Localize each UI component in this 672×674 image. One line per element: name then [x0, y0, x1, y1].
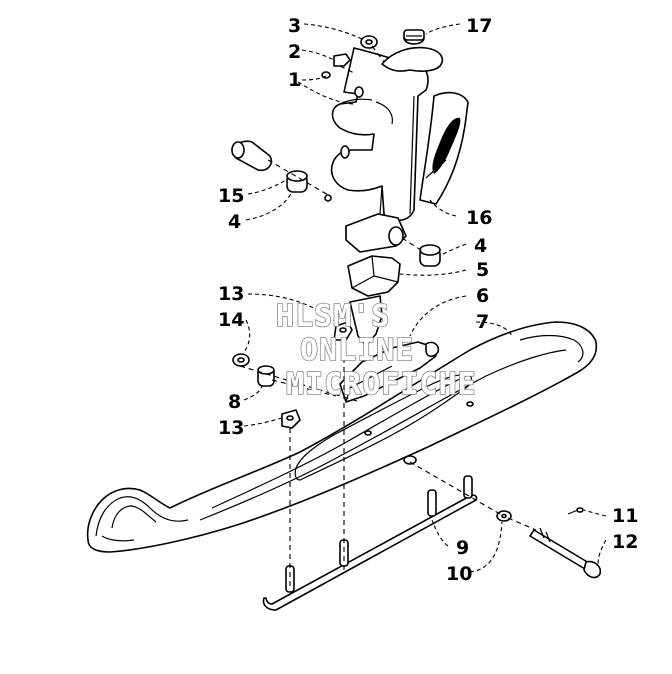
callout-17: 17 — [466, 15, 492, 37]
spacer-4-right — [419, 244, 441, 267]
bolt-12 — [529, 527, 602, 579]
callout-4-left: 4 — [228, 211, 241, 233]
watermark-line1: HLSM'S — [276, 299, 390, 334]
washer-14 — [232, 353, 250, 367]
callout-15: 15 — [218, 185, 244, 207]
callout-9: 9 — [456, 537, 469, 559]
ski-bracket — [339, 295, 440, 403]
assembly-lines — [239, 45, 537, 590]
washer-10 — [496, 510, 512, 522]
bushing-8 — [257, 365, 275, 387]
bushing-15 — [231, 140, 273, 172]
nut-13-bottom — [281, 409, 301, 429]
callout-5: 5 — [476, 259, 489, 281]
callout-11: 11 — [612, 505, 638, 527]
callouts: 3 2 1 17 15 4 16 4 5 13 6 14 7 8 13 11 9… — [218, 15, 638, 585]
callout-2: 2 — [288, 41, 301, 63]
watermark: HLSM'S ONLINE MICROFICHE — [275, 298, 477, 403]
decal — [419, 91, 469, 205]
watermark-line2: ONLINE — [300, 333, 414, 368]
callout-3: 3 — [288, 15, 301, 37]
callout-8: 8 — [228, 391, 241, 413]
wear-bar — [262, 475, 478, 611]
callout-1: 1 — [288, 69, 301, 91]
ski — [86, 321, 598, 553]
callout-13-top: 13 — [218, 283, 244, 305]
washer-3 — [360, 35, 378, 49]
callout-13-bottom: 13 — [218, 417, 244, 439]
callout-7: 7 — [476, 311, 489, 333]
callout-6: 6 — [476, 285, 489, 307]
callout-10: 10 — [446, 563, 472, 585]
steering-arm-top — [381, 29, 444, 72]
ski-saddle — [345, 213, 407, 297]
callout-4-right: 4 — [474, 235, 487, 257]
nut-2 — [333, 53, 351, 67]
callout-16: 16 — [466, 207, 492, 229]
callout-14: 14 — [218, 309, 244, 331]
leader-lines — [243, 23, 607, 573]
nut-13-top — [333, 321, 353, 341]
watermark-line3: MICROFICHE — [286, 367, 477, 402]
callout-12: 12 — [612, 531, 638, 553]
cotter-pin-11 — [567, 507, 584, 515]
spacer-4-left — [286, 170, 308, 193]
spindle — [324, 47, 429, 222]
